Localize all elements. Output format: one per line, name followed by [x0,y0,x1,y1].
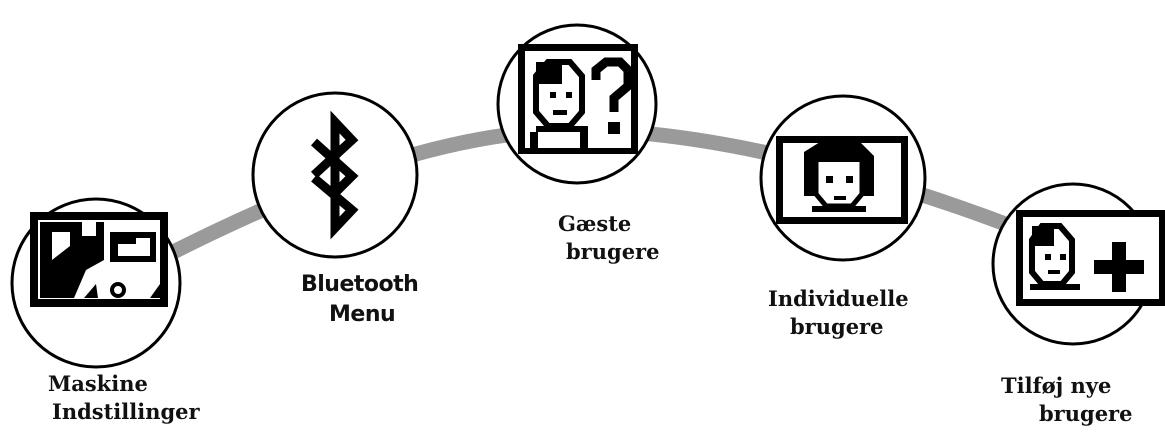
add-user-icon [1016,210,1165,306]
guest-user-icon [518,44,638,154]
wrench-settings-icon [30,212,168,307]
label-line: Indstillinger [52,399,200,424]
label-line: Gæste [558,211,632,236]
label-line: brugere [566,239,660,264]
node-individual-users[interactable] [759,94,927,262]
label-bluetooth-menu: Bluetooth Menu [301,270,419,330]
label-line: Menu [329,302,396,327]
label-machine-settings: Maskine Indstillinger [48,370,200,426]
label-guest-users: Gæste brugere [558,210,660,266]
node-guest-users[interactable] [496,23,658,185]
label-line: Tilføj nye [1001,373,1112,398]
node-add-new-users[interactable] [991,182,1165,346]
label-individual-users: Individuelle brugere [768,285,909,341]
node-bluetooth-menu[interactable] [251,91,419,259]
label-line: Individuelle [768,286,909,311]
bluetooth-icon [310,110,359,240]
label-add-new-users: Tilføj nye brugere [1001,372,1133,428]
label-line: Maskine [48,371,148,396]
label-line: Bluetooth [301,272,419,297]
node-machine-settings[interactable] [10,197,182,369]
label-line: brugere [790,314,884,339]
individual-user-icon [776,136,908,224]
label-line: brugere [1039,401,1133,426]
